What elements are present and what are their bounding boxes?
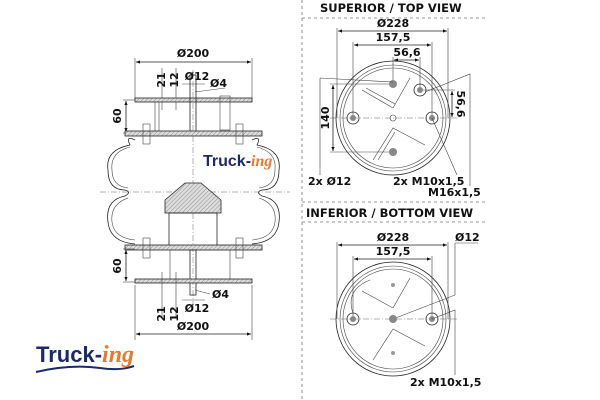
bottom-view-title: INFERIOR / BOTTOM VIEW [306,206,473,220]
top-diameter-label: Ø200 [177,47,210,60]
bottom-view: INFERIOR / BOTTOM VIEW Ø228 Ø12 157,5 2x… [302,201,485,389]
top-height-140: 140 [319,106,332,129]
bottom-dim-12: 12 [168,306,181,321]
bottom-diameter-label: Ø200 [177,320,210,333]
top-height-label: 60 [111,108,124,124]
side-view: Ø200 21 12 Ø12 Ø4 60 Truck-ing [100,47,290,340]
logo-text: Truck-ing [36,342,134,368]
bottom-bolt-spacing: 157,5 [376,245,411,258]
top-offset-v: 56,6 [454,90,467,117]
top-view-title: SUPERIOR / TOP VIEW [320,1,462,15]
truck-ing-logo: Truck-ing [35,342,135,373]
watermark-logo: Truck-ing [203,153,272,170]
bottom-height-label: 60 [111,258,124,274]
bottom-center-hole-label: Ø12 [455,231,480,244]
bottom-dim-21: 21 [155,306,168,321]
bottom-threads-label: 2x M10x1,5 [410,376,481,389]
bottom-stud-diameter: Ø12 [185,302,210,315]
top-bolt-spacing: 157,5 [376,31,411,44]
top-view: SUPERIOR / TOP VIEW Ø228 157,5 56,6 140 … [302,1,485,199]
top-outer-diameter: Ø228 [377,17,409,30]
bottom-outer-diameter: Ø228 [377,231,409,244]
top-dim-21: 21 [155,72,168,87]
top-dim-12: 12 [168,72,181,87]
top-threads-label: 2x M10x1,5 [393,175,464,188]
bottom-hole-diameter: Ø4 [212,288,229,301]
top-stud-diameter: Ø12 [185,70,210,83]
top-holes-label: 2x Ø12 [308,175,351,188]
top-offset-h: 56,6 [393,46,420,59]
top-hole-diameter: Ø4 [210,77,227,90]
top-air-inlet-label: M16x1,5 [428,186,481,199]
